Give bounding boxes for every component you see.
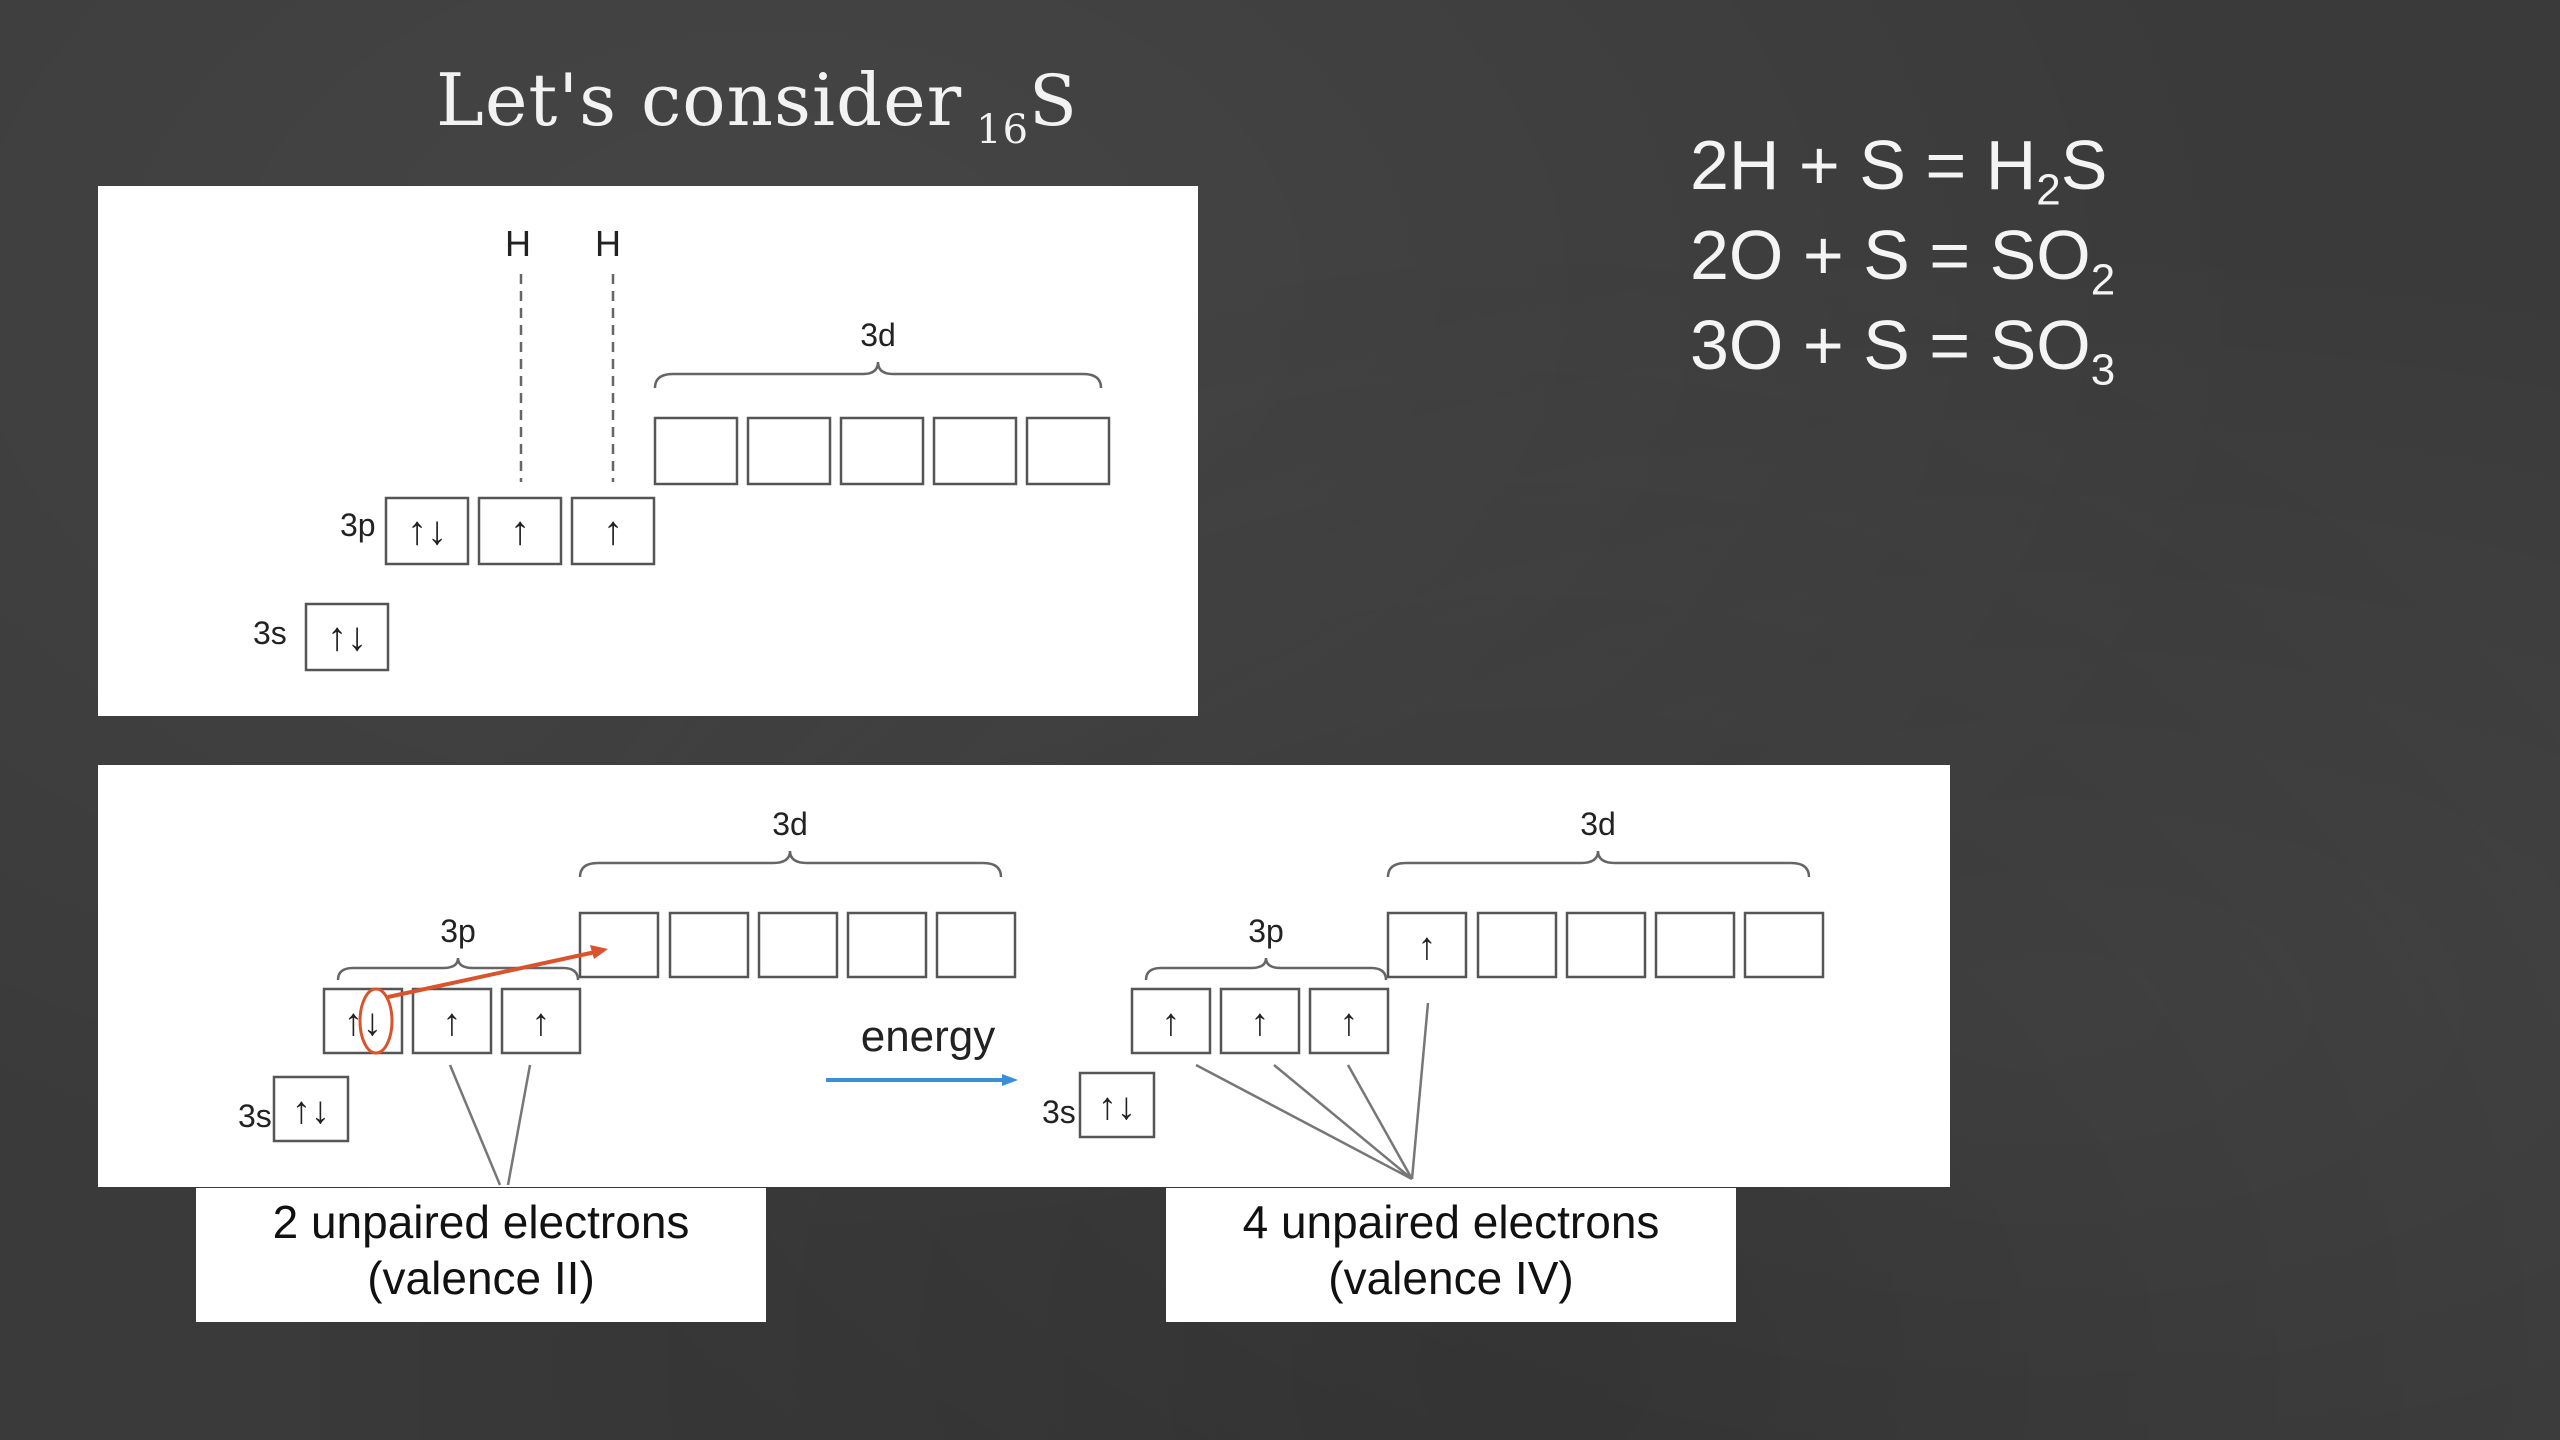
orbital-box-3s	[272, 1075, 350, 1143]
orbital-box	[578, 911, 660, 979]
label-3p: 3p	[340, 507, 376, 543]
orbital-box	[846, 911, 928, 979]
label-3d: 3d	[860, 317, 896, 353]
right-brace-3p	[1144, 957, 1388, 981]
energy-label: energy	[861, 1012, 996, 1061]
electron-arrows: ↑	[532, 1002, 551, 1044]
left-label-3s: 3s	[238, 1098, 272, 1134]
orbital-box	[932, 416, 1018, 486]
right-label-3p: 3p	[1248, 913, 1284, 949]
electron-arrows: ↑	[1340, 1002, 1359, 1044]
caption-line: 2 unpaired electrons	[272, 1196, 690, 1248]
orbital-box	[935, 911, 1017, 979]
orbital-box	[1308, 987, 1390, 1055]
left-brace-3d	[578, 850, 1003, 878]
orbital-box	[1386, 911, 1468, 979]
electron-arrows: ↑	[1418, 926, 1437, 968]
eq-subscript: 2	[2090, 255, 2116, 305]
left-orbitals-3d	[578, 911, 1017, 979]
orbital-box	[653, 416, 739, 486]
equation-so3: 3O + S = SO3	[1690, 300, 2115, 392]
promotion-arrow-head	[590, 945, 608, 959]
orbitals-3p: ↑↓ ↑ ↑	[384, 496, 656, 566]
brace-3d	[653, 361, 1103, 389]
element-symbol: S	[1029, 60, 1078, 142]
orbital-box	[570, 496, 656, 566]
highlighted-electron-ring	[358, 987, 394, 1055]
orbital-box	[1743, 911, 1825, 979]
orbital-box	[1130, 987, 1212, 1055]
promotion-arrow-line	[387, 949, 601, 999]
electron-arrows: ↑	[1162, 1002, 1181, 1044]
orbital-box	[757, 911, 839, 979]
orbital-box	[1219, 987, 1301, 1055]
eq-lhs: 2H + S = H	[1690, 126, 2037, 204]
electron-arrows: ↑↓	[292, 1090, 330, 1132]
electron-arrows: ↑	[443, 1002, 462, 1044]
orbital-box	[500, 987, 582, 1055]
atomic-number: 16	[976, 107, 1030, 153]
excited-state-panel: 3d 3p ↑↓ ↑ ↑ 3s ↑↓ energy	[98, 765, 1950, 1187]
equation-so2: 2O + S = SO2	[1690, 210, 2115, 302]
h-label-2: H	[595, 223, 621, 264]
energy-arrow-head	[1002, 1074, 1018, 1086]
orbital-box	[1654, 911, 1736, 979]
orbital-box	[384, 496, 470, 566]
left-orbitals-3p: ↑↓ ↑ ↑	[322, 987, 582, 1055]
eq-subscript: 3	[2090, 345, 2116, 395]
right-label-3d: 3d	[1580, 806, 1616, 842]
pointer-line	[448, 1064, 502, 1186]
ground-state-panel: H H 3d 3p ↑↓ ↑ ↑ 3s ↑↓	[98, 186, 1198, 716]
ground-state-diagram: H H 3d 3p ↑↓ ↑ ↑ 3s ↑↓	[253, 223, 1111, 672]
caption-valence-2: 2 unpaired electrons (valence II)	[196, 1188, 766, 1322]
electron-arrows: ↑	[603, 509, 623, 553]
label-3s: 3s	[253, 615, 287, 651]
eq-lhs: 2O + S = SO	[1690, 216, 2091, 294]
electron-arrows: ↑↓	[407, 509, 447, 553]
orbital-box	[1025, 416, 1111, 486]
caption-valence-4: 4 unpaired electrons (valence IV)	[1166, 1188, 1736, 1322]
orbital-box	[477, 496, 563, 566]
orbital-box-3s	[304, 602, 390, 672]
orbitals-3d	[653, 416, 1111, 486]
pointer-line	[506, 1064, 532, 1186]
eq-subscript: 2	[2036, 165, 2061, 215]
right-brace-3d	[1386, 850, 1811, 878]
orbital-box	[839, 416, 925, 486]
electron-arrows: ↑↓	[327, 615, 367, 659]
orbital-box	[746, 416, 832, 486]
excitation-diagram: 3d 3p ↑↓ ↑ ↑ 3s ↑↓ energy	[238, 806, 1825, 1186]
caption-line: (valence IV)	[1328, 1252, 1574, 1304]
left-brace-3p	[336, 957, 580, 981]
electron-arrows: ↑	[510, 509, 530, 553]
pointer-line	[1346, 1064, 1414, 1180]
right-label-3s: 3s	[1042, 1094, 1076, 1130]
pointer-line	[1273, 1064, 1413, 1180]
left-label-3p: 3p	[440, 913, 476, 949]
orbital-box	[411, 987, 493, 1055]
eq-lhs: 3O + S = SO	[1690, 306, 2091, 384]
orbital-box	[1476, 911, 1558, 979]
reaction-equations: 2H + S = H2S 2O + S = SO2 3O + S = SO3	[1690, 120, 2115, 392]
left-label-3d: 3d	[772, 806, 808, 842]
caption-line: (valence II)	[367, 1252, 595, 1304]
h-label-1: H	[505, 223, 531, 264]
electron-arrows: ↑	[1251, 1002, 1270, 1044]
right-orbitals-3p: ↑ ↑ ↑	[1130, 987, 1390, 1055]
title-text: Let's consider	[436, 58, 963, 142]
slide-title: Let's consider 16S	[436, 58, 1078, 153]
eq-rhs: S	[2060, 126, 2108, 204]
orbital-box	[668, 911, 750, 979]
pointer-line	[1410, 1002, 1430, 1180]
equation-h2s: 2H + S = H2S	[1690, 120, 2115, 212]
right-orbitals-3d: ↑	[1386, 911, 1825, 979]
orbital-box	[1565, 911, 1647, 979]
pointer-line	[1195, 1063, 1413, 1181]
caption-line: 4 unpaired electrons	[1242, 1196, 1660, 1248]
orbital-box-3s	[1078, 1071, 1156, 1139]
electron-arrows: ↑↓	[1098, 1086, 1136, 1128]
